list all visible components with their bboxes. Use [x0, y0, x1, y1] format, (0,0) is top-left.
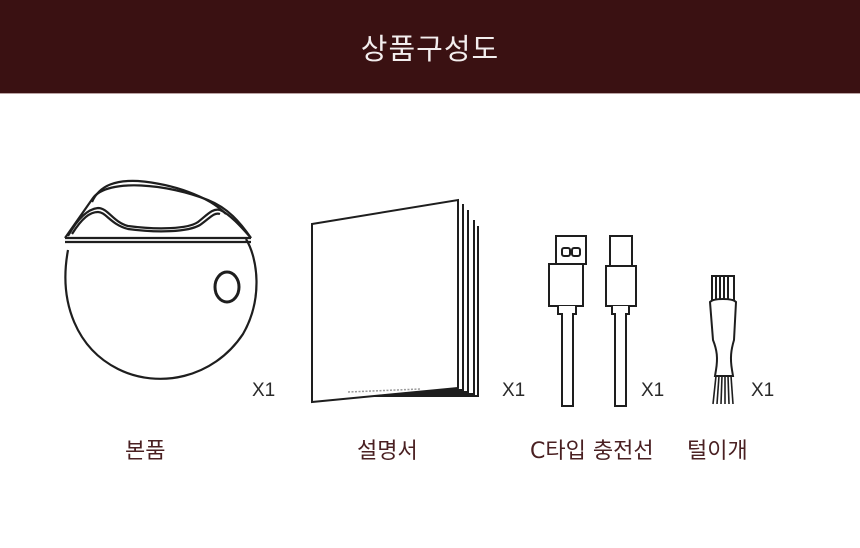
item-label-manual: 설명서 — [357, 439, 418, 464]
quantity-cable: X1 — [641, 380, 665, 401]
device-body-icon — [48, 174, 272, 398]
item-label-brush: 털이개 — [687, 439, 748, 464]
usb-c-cable-icon — [540, 234, 640, 410]
quantity-manual: X1 — [502, 380, 526, 401]
header-divider — [0, 93, 860, 94]
header-banner: 상품구성도 — [0, 0, 860, 94]
quantity-brush: X1 — [751, 380, 775, 401]
manual-booklet-icon — [308, 196, 488, 408]
quantity-body: X1 — [252, 380, 276, 401]
cleaning-brush-icon — [706, 274, 742, 408]
page-title: 상품구성도 — [360, 32, 500, 66]
item-label-cable: C타입 충전선 — [530, 439, 654, 464]
item-label-body: 본품 — [125, 439, 166, 464]
